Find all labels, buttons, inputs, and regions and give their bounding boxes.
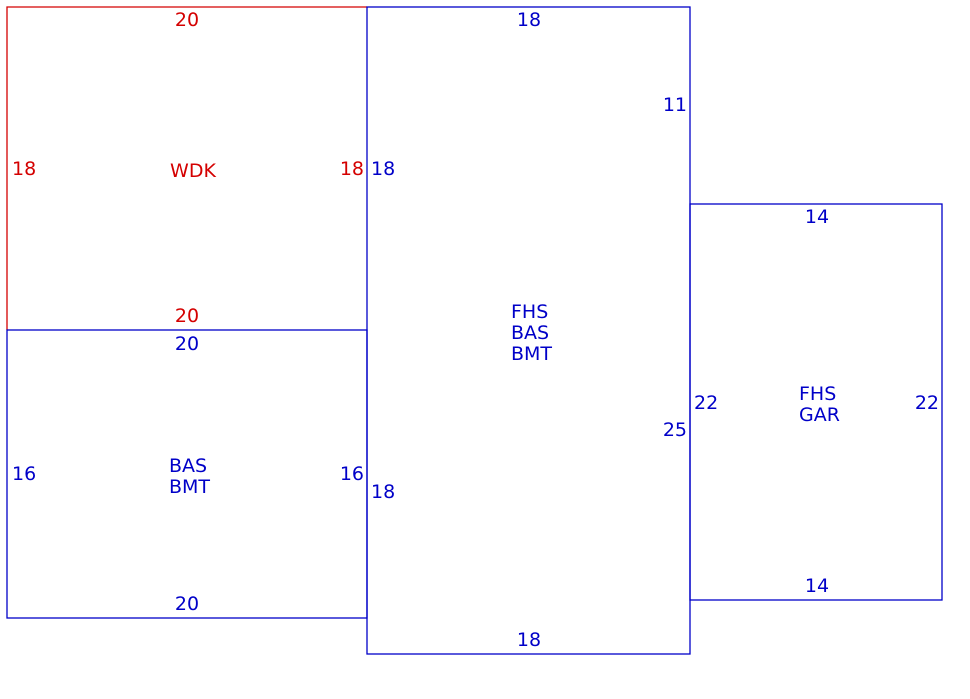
garage-section-left-dimension: 22	[694, 392, 718, 414]
left-section-code-2: BMT	[169, 476, 210, 498]
garage-section: 14 22 22 FHS GAR 14	[689, 203, 943, 601]
garage-section-code-1: FHS	[799, 383, 836, 405]
garage-section-right-dimension: 22	[915, 392, 939, 414]
left-section-code-1: BAS	[169, 455, 207, 477]
left-section-right-dimension: 16	[340, 463, 364, 485]
garage-section-bottom-dimension: 14	[805, 575, 829, 597]
center-section-bottom-dimension: 18	[517, 629, 541, 651]
deck-outline	[6, 6, 367, 330]
left-section-bottom-dimension: 20	[175, 593, 199, 615]
left-section: 20 16 16 BAS BMT 20	[6, 329, 368, 619]
center-section-right-upper-dimension: 11	[663, 94, 687, 116]
center-section-right-lower-dimension: 25	[663, 419, 687, 441]
deck-right-dimension: 18	[340, 158, 364, 180]
center-section-code-2: BAS	[511, 322, 549, 344]
center-section-top-dimension: 18	[517, 9, 541, 31]
garage-section-outline	[689, 203, 943, 601]
deck-area: 20 18 18 WDK 20	[6, 6, 367, 330]
deck-bottom-dimension: 20	[175, 305, 199, 327]
center-section-left-lower-dimension: 18	[371, 481, 395, 503]
center-section: 18 18 18 11 25 FHS BAS BMT 18	[366, 6, 691, 655]
left-section-top-dimension: 20	[175, 333, 199, 355]
garage-section-top-dimension: 14	[805, 206, 829, 228]
garage-section-code-2: GAR	[799, 404, 840, 426]
center-section-left-upper-dimension: 18	[371, 158, 395, 180]
deck-left-dimension: 18	[12, 158, 36, 180]
deck-top-dimension: 20	[175, 9, 199, 31]
center-section-code-1: FHS	[511, 301, 548, 323]
deck-area-code: WDK	[170, 160, 216, 182]
center-section-code-3: BMT	[511, 343, 552, 365]
left-section-left-dimension: 16	[12, 463, 36, 485]
